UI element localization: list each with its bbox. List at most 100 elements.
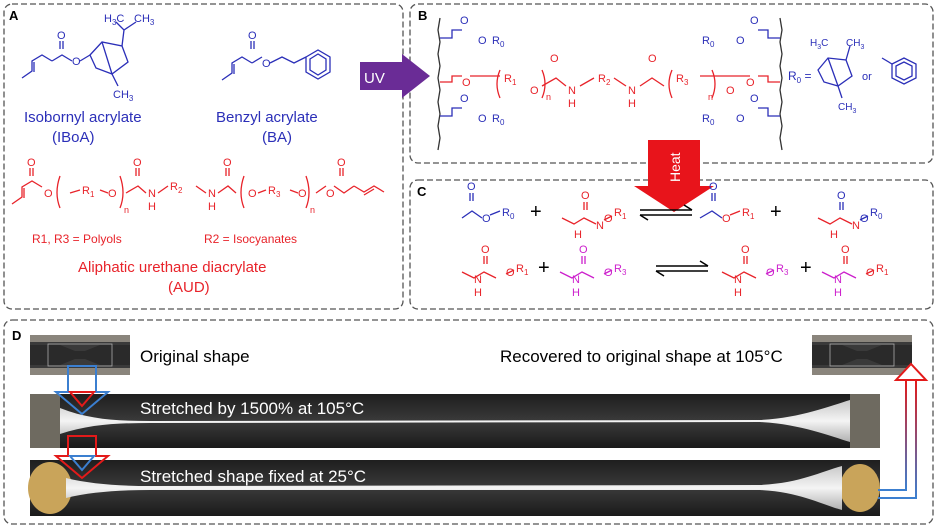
svg-text:O: O bbox=[860, 213, 869, 225]
svg-text:R0: R0 bbox=[502, 207, 515, 221]
svg-text:O: O bbox=[460, 93, 469, 105]
svg-text:H: H bbox=[148, 201, 156, 213]
panel-a-letter: A bbox=[9, 8, 19, 23]
network-crosslink-labels: O R1 O n O N H R2 N H O R3 n O O bbox=[462, 53, 755, 110]
reaction-2-atoms: N H O O R1 + N H O O R3 N H O O R3 + N H… bbox=[474, 244, 889, 299]
heat-label: Heat bbox=[667, 152, 683, 182]
reaction-2 bbox=[461, 256, 875, 279]
svg-text:R3: R3 bbox=[676, 73, 689, 87]
svg-text:+: + bbox=[530, 201, 542, 223]
svg-text:R0: R0 bbox=[702, 35, 715, 49]
panel-b-box bbox=[409, 3, 934, 164]
svg-text:N: N bbox=[208, 188, 216, 200]
reaction-1 bbox=[461, 193, 869, 225]
svg-text:CH3: CH3 bbox=[838, 102, 856, 115]
ibo-abbr: (IBoA) bbox=[52, 129, 95, 146]
svg-text:O: O bbox=[108, 188, 117, 200]
svg-text:O: O bbox=[482, 213, 491, 225]
down-arrow-2 bbox=[53, 435, 111, 480]
down-arrow-1 bbox=[53, 365, 111, 416]
svg-text:O: O bbox=[750, 15, 759, 27]
svg-text:H: H bbox=[474, 287, 482, 299]
equilibrium-arrow-1 bbox=[639, 204, 693, 221]
svg-text:O: O bbox=[746, 77, 755, 89]
svg-text:O: O bbox=[223, 157, 232, 169]
svg-text:CH3: CH3 bbox=[134, 13, 155, 27]
svg-text:O: O bbox=[709, 181, 718, 193]
aud-structure bbox=[11, 168, 385, 209]
r1r3-legend: R1, R3 = Polyols bbox=[32, 232, 122, 246]
svg-text:H: H bbox=[208, 201, 216, 213]
svg-text:O: O bbox=[581, 190, 590, 202]
svg-text:H: H bbox=[628, 98, 636, 110]
svg-text:H: H bbox=[834, 287, 842, 299]
ba-name: Benzyl acrylate bbox=[216, 109, 318, 126]
r0-isobornyl bbox=[817, 45, 853, 99]
svg-text:O: O bbox=[550, 53, 559, 65]
ba-abbr: (BA) bbox=[262, 129, 292, 146]
r0-iso-atoms: H3C CH3 CH3 bbox=[810, 38, 864, 115]
svg-text:CH3: CH3 bbox=[113, 89, 134, 103]
svg-text:CH3: CH3 bbox=[846, 38, 864, 51]
stretched-sample-photo bbox=[30, 394, 880, 448]
r2-legend: R2 = Isocyanates bbox=[204, 232, 297, 246]
svg-text:O: O bbox=[579, 244, 588, 256]
svg-text:O: O bbox=[726, 85, 735, 97]
svg-text:O: O bbox=[604, 213, 613, 225]
uv-label: UV bbox=[364, 70, 385, 87]
network-structure bbox=[437, 17, 783, 151]
svg-text:R1: R1 bbox=[82, 185, 95, 199]
ibo-name: Isobornyl acrylate bbox=[24, 109, 142, 126]
recovered-sample-photo bbox=[812, 335, 912, 375]
fixed-sample-photo bbox=[28, 460, 880, 516]
svg-text:R3: R3 bbox=[268, 185, 281, 199]
recovery-arrow bbox=[878, 362, 929, 499]
panel-d-box bbox=[3, 319, 934, 525]
svg-text:O: O bbox=[741, 244, 750, 256]
svg-text:H: H bbox=[830, 229, 838, 241]
svg-text:N: N bbox=[596, 220, 604, 232]
svg-text:O: O bbox=[262, 58, 271, 70]
svg-text:n: n bbox=[546, 92, 551, 102]
svg-text:R1: R1 bbox=[614, 207, 627, 221]
svg-text:O: O bbox=[481, 244, 490, 256]
svg-text:H: H bbox=[572, 287, 580, 299]
equilibrium-arrow-2 bbox=[655, 260, 709, 277]
original-sample-photo bbox=[30, 335, 130, 375]
recovered-label: Recovered to original shape at 105°C bbox=[500, 347, 783, 366]
svg-text:R2: R2 bbox=[598, 73, 611, 87]
panel-b-letter: B bbox=[418, 8, 427, 23]
svg-text:R3: R3 bbox=[614, 263, 627, 277]
svg-text:H3C: H3C bbox=[810, 38, 828, 51]
svg-text:O: O bbox=[837, 190, 846, 202]
ibo-structure bbox=[21, 21, 137, 87]
svg-text:O: O bbox=[506, 267, 515, 279]
svg-text:O: O bbox=[462, 77, 471, 89]
svg-text:O: O bbox=[736, 113, 745, 125]
svg-text:N: N bbox=[572, 274, 580, 286]
svg-text:O: O bbox=[248, 30, 257, 42]
svg-text:O: O bbox=[722, 213, 731, 225]
aud-name: Aliphatic urethane diacrylate bbox=[78, 259, 266, 276]
svg-text:O: O bbox=[750, 93, 759, 105]
svg-text:O: O bbox=[766, 267, 775, 279]
svg-text:N: N bbox=[568, 85, 576, 97]
svg-text:+: + bbox=[800, 257, 812, 279]
svg-text:n: n bbox=[708, 92, 713, 102]
svg-text:n: n bbox=[310, 205, 315, 215]
svg-text:R0: R0 bbox=[492, 113, 505, 127]
svg-text:N: N bbox=[148, 188, 156, 200]
svg-text:R0: R0 bbox=[870, 207, 883, 221]
svg-text:N: N bbox=[834, 274, 842, 286]
svg-text:H3C: H3C bbox=[104, 13, 124, 27]
svg-text:O: O bbox=[866, 267, 875, 279]
svg-text:+: + bbox=[538, 257, 550, 279]
svg-text:H: H bbox=[568, 98, 576, 110]
svg-text:O: O bbox=[326, 188, 335, 200]
svg-text:O: O bbox=[460, 15, 469, 27]
svg-text:N: N bbox=[734, 274, 742, 286]
heat-arrow: Heat bbox=[634, 140, 714, 212]
svg-text:O: O bbox=[841, 244, 850, 256]
panel-c-letter: C bbox=[417, 184, 427, 199]
